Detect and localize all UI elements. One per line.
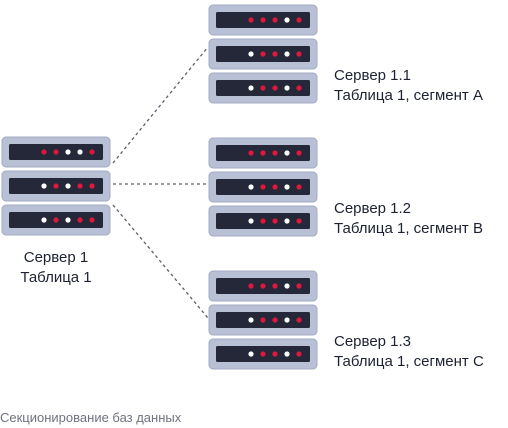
- status-led-red: [272, 184, 278, 190]
- status-led-white: [284, 150, 290, 156]
- server-1-3-icon: [208, 270, 318, 370]
- server-unit: [208, 171, 318, 203]
- status-led-white: [248, 351, 254, 357]
- server-unit: [1, 170, 111, 202]
- server-1-1-name: Сервер 1.1: [334, 67, 412, 84]
- status-led-red: [296, 150, 302, 156]
- status-led-white: [248, 317, 254, 323]
- status-led-red: [296, 184, 302, 190]
- server-unit: [208, 338, 318, 370]
- status-led-red: [296, 283, 302, 289]
- status-led-white: [248, 184, 254, 190]
- status-led-red: [296, 351, 302, 357]
- status-led-red: [41, 149, 47, 155]
- status-led-red: [77, 217, 83, 223]
- status-led-red: [89, 149, 95, 155]
- status-led-white: [248, 218, 254, 224]
- status-led-red: [53, 183, 59, 189]
- status-led-white: [284, 85, 290, 91]
- main-server-name: Сервер 1: [23, 249, 89, 266]
- status-led-red: [260, 184, 266, 190]
- status-led-red: [260, 218, 266, 224]
- status-led-red: [260, 85, 266, 91]
- status-led-red: [53, 149, 59, 155]
- status-led-red: [260, 150, 266, 156]
- status-led-red: [296, 218, 302, 224]
- status-led-red: [272, 85, 278, 91]
- status-led-red: [296, 317, 302, 323]
- status-led-red: [272, 351, 278, 357]
- status-led-white: [41, 183, 47, 189]
- server-1-3-name: Сервер 1.3: [334, 333, 412, 350]
- status-led-white: [284, 184, 290, 190]
- status-led-white: [248, 51, 254, 57]
- server-unit: [208, 72, 318, 104]
- server-1-3-label: Сервер 1.3 Таблица 1, сегмент C: [334, 332, 484, 372]
- status-led-red: [260, 351, 266, 357]
- server-1-3-table: Таблица 1, сегмент C: [334, 353, 484, 370]
- status-led-white: [65, 217, 71, 223]
- status-led-red: [77, 183, 83, 189]
- status-led-red: [260, 283, 266, 289]
- status-led-white: [77, 149, 83, 155]
- status-led-red: [248, 283, 254, 289]
- server-unit: [208, 137, 318, 169]
- server-unit: [208, 205, 318, 237]
- status-led-white: [284, 51, 290, 57]
- status-led-red: [272, 17, 278, 23]
- status-led-red: [296, 51, 302, 57]
- status-led-red: [272, 317, 278, 323]
- main-server-icon: [1, 136, 111, 236]
- status-led-white: [284, 317, 290, 323]
- status-led-white: [284, 351, 290, 357]
- status-led-red: [89, 217, 95, 223]
- diagram-caption: Секционирование баз данных: [0, 410, 182, 425]
- status-led-white: [284, 17, 290, 23]
- status-led-white: [284, 283, 290, 289]
- server-unit: [208, 4, 318, 36]
- status-led-white: [284, 218, 290, 224]
- status-led-white: [248, 85, 254, 91]
- server-unit: [1, 204, 111, 236]
- status-led-white: [41, 217, 47, 223]
- connector-line-1: [112, 46, 209, 164]
- status-led-red: [296, 17, 302, 23]
- server-1-2-name: Сервер 1.2: [334, 200, 412, 217]
- server-unit: [1, 136, 111, 168]
- status-led-red: [260, 317, 266, 323]
- server-1-2-table: Таблица 1, сегмент B: [334, 220, 483, 237]
- status-led-red: [248, 150, 254, 156]
- server-1-1-icon: [208, 4, 318, 104]
- server-1-1-label: Сервер 1.1 Таблица 1, сегмент A: [334, 66, 483, 106]
- status-led-red: [53, 217, 59, 223]
- connector-line-3: [112, 204, 209, 319]
- server-unit: [208, 38, 318, 70]
- status-led-red: [248, 17, 254, 23]
- status-led-red: [89, 183, 95, 189]
- status-led-red: [272, 218, 278, 224]
- main-server-table: Таблица 1: [20, 269, 92, 286]
- status-led-white: [65, 149, 71, 155]
- status-led-red: [296, 85, 302, 91]
- server-unit: [208, 304, 318, 336]
- status-led-white: [65, 183, 71, 189]
- main-server-label: Сервер 1 Таблица 1: [10, 248, 102, 288]
- server-1-1-table: Таблица 1, сегмент A: [334, 87, 483, 104]
- status-led-red: [260, 51, 266, 57]
- status-led-red: [272, 51, 278, 57]
- server-unit: [208, 270, 318, 302]
- server-1-2-icon: [208, 137, 318, 237]
- server-1-2-label: Сервер 1.2 Таблица 1, сегмент B: [334, 199, 483, 239]
- status-led-red: [272, 150, 278, 156]
- status-led-red: [260, 17, 266, 23]
- status-led-red: [272, 283, 278, 289]
